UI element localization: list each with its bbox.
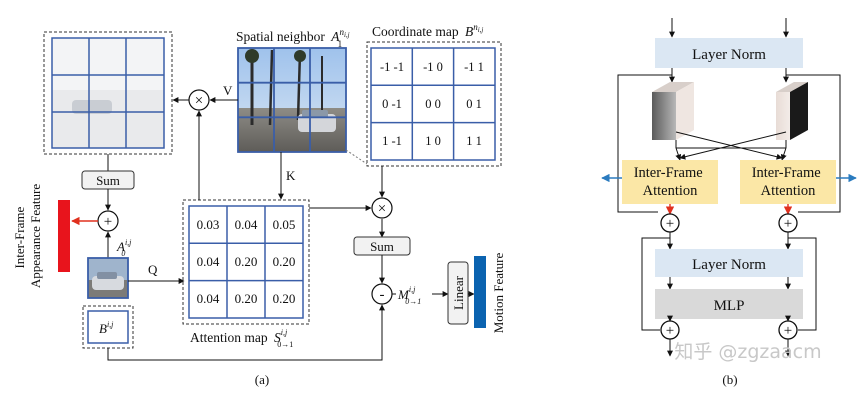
attn-right-label: Inter-Frame Attention	[752, 165, 825, 199]
query-car-image	[87, 257, 129, 299]
attention-cell: 0.20	[273, 254, 296, 269]
coordinate-map-label: Coordinate map Bni,j	[372, 22, 483, 39]
attention-cell: 0.04	[197, 254, 220, 269]
coord-cell: 1 -1	[382, 134, 402, 148]
plus-symbol: +	[104, 214, 112, 230]
residual-left-1	[617, 74, 672, 213]
plus-symbol-b: +	[666, 323, 674, 339]
coord-cell: -1 -1	[380, 60, 404, 74]
linear-label: Linear	[451, 275, 466, 310]
layer-norm-bottom-label: Layer Norm	[692, 257, 766, 273]
coord-cell: 1 1	[466, 134, 482, 148]
attention-cell: 0.20	[235, 254, 258, 269]
figure-b: Layer Norm Inter-Frame Attentio	[601, 18, 857, 387]
sum-left-label: Sum	[96, 173, 120, 188]
k-label: K	[286, 168, 296, 183]
b-box	[87, 310, 129, 344]
layer-norm-top-label: Layer Norm	[692, 47, 766, 63]
attention-cell: 0.04	[235, 217, 258, 232]
arrow-to-attn-left	[675, 147, 682, 161]
arrow-b-minus	[107, 304, 385, 361]
plus-symbol-b: +	[666, 216, 674, 232]
cross-arrow-1	[675, 131, 783, 160]
attention-cell: 0.03	[197, 217, 220, 232]
minus-symbol: -	[380, 287, 385, 303]
inter-frame-feature-label: Inter-Frame Appearance Feature	[12, 184, 43, 289]
attention-cell: 0.20	[235, 291, 258, 306]
projection-prism-right	[776, 82, 808, 140]
times-node-right	[371, 197, 393, 219]
attention-cell: 0.05	[273, 217, 296, 232]
inter-frame-attention-right	[740, 160, 836, 204]
attention-cell: 0.04	[197, 291, 220, 306]
appearance-grid-image	[43, 31, 173, 155]
attn-left-label: Inter-Frame Attention	[634, 165, 707, 199]
coord-cell: 0 1	[466, 97, 482, 111]
arrow-to-attn-right	[780, 147, 787, 161]
linear-box	[447, 261, 469, 325]
coordinate-map-grid	[366, 41, 502, 167]
plus-symbol-b: +	[784, 323, 792, 339]
projection-prism-left	[652, 82, 694, 140]
inter-frame-attention-left	[622, 160, 718, 204]
times-symbol-right: ×	[378, 201, 386, 217]
sum-right-label: Sum	[370, 239, 394, 254]
motion-feature-bar	[474, 256, 486, 328]
v-label: V	[223, 83, 233, 98]
motion-feature-label: Motion Feature	[491, 253, 506, 334]
layer-norm-bottom	[655, 249, 803, 277]
appearance-feature-bar	[58, 200, 70, 272]
cross-arrow-2	[679, 131, 787, 160]
attention-cell: 0.20	[273, 291, 296, 306]
residual-right-1	[786, 74, 841, 213]
plus-symbol-b: +	[784, 216, 792, 232]
mlp-box	[655, 289, 803, 319]
spatial-neighbor-image	[237, 47, 347, 153]
watermark: 知乎 @zgzaacm	[674, 341, 821, 363]
coord-cell: 0 0	[425, 97, 441, 111]
times-symbol: ×	[195, 93, 203, 109]
caption-a: (a)	[255, 372, 269, 387]
coord-cell: 1 0	[425, 134, 441, 148]
q-label: Q	[148, 262, 158, 277]
mlp-label: MLP	[714, 298, 745, 314]
coord-cell: -1 0	[423, 60, 443, 74]
caption-b: (b)	[722, 372, 737, 387]
b-label: Bi,j	[99, 320, 114, 336]
attention-map-grid	[182, 199, 310, 325]
coord-cell: 0 -1	[382, 97, 402, 111]
connector-dotted	[345, 149, 368, 165]
layer-norm-top	[655, 38, 803, 68]
coord-cell: -1 1	[464, 60, 484, 74]
